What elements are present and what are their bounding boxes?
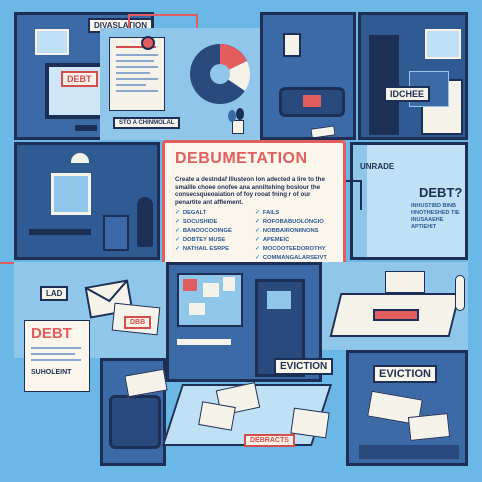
- skyline-window: [425, 29, 461, 59]
- window-frame: [51, 173, 91, 215]
- bill-document: [109, 37, 165, 111]
- lamp: [455, 275, 465, 311]
- red-binder: [373, 309, 419, 321]
- panel-eviction: EVICTION: [346, 350, 468, 466]
- floor-plant: [137, 197, 153, 247]
- center-card-subtitle: Create a destndaf lllusteon lon adected …: [175, 176, 325, 206]
- left-lad-label: LAD: [40, 286, 69, 301]
- papers-on-table: [310, 125, 336, 137]
- plant-icon: [226, 108, 246, 134]
- pin-icon: [141, 36, 155, 50]
- center-card-title: DEBUMETATION: [175, 150, 308, 167]
- list-item: ✓NOBBAIRONIINONS: [255, 228, 319, 234]
- panel-debt-notice: DEBT? INHUSTIBD BINB HNOTHESHED TIE INUS…: [350, 142, 468, 260]
- panel-desk: [322, 262, 468, 350]
- list-item: ✓NATHAIL ESRPE: [175, 246, 230, 252]
- panel-couch-room: [260, 12, 356, 140]
- left-debt-title: DEBT: [31, 325, 72, 342]
- list-item: ✓DEGALT: [175, 210, 207, 216]
- wall-frame: [283, 33, 301, 57]
- cushion: [303, 95, 321, 107]
- top-note-label: STO A CHINMOLAL: [113, 117, 181, 129]
- list-item: ✓FAILS: [255, 210, 280, 216]
- bottom-tag: DEBRACTS: [244, 434, 295, 447]
- center-left-column: ✓DEGALT ✓SOCUSHIDE ✓BANOOCOOINGE ✓DOBTEY…: [175, 209, 232, 254]
- list-item: ✓BANOOCOOINGE: [175, 228, 232, 234]
- mail-tag: DBB: [124, 316, 152, 329]
- paper-stack: [385, 271, 425, 293]
- chair: [103, 215, 129, 251]
- debt-tag-top-left: DEBT: [61, 71, 98, 87]
- list-item: ✓ROFOBABUOLONGIO: [255, 219, 324, 225]
- list-item: ✓DOBTEY MUSE: [175, 237, 226, 243]
- right-mid-label: UNRADE: [360, 162, 395, 171]
- tv-stand: [75, 125, 97, 131]
- panel-kitchen: [358, 12, 468, 140]
- right-debt-title: DEBT?: [419, 185, 463, 200]
- eviction-paper-2: [407, 412, 451, 442]
- list-item: ✓MOCOOTEEDOROTHY: [255, 246, 326, 252]
- notice-3: [290, 407, 330, 439]
- wall-window: [35, 29, 69, 55]
- list-item: ✓SOCUSHIDE: [175, 219, 218, 225]
- panel-hallway: [166, 262, 322, 382]
- left-debt-subtitle: SUHOLEINT: [31, 369, 72, 376]
- center-right-column: ✓FAILS ✓ROFOBABUOLONGIO ✓NOBBAIRONIINONS…: [255, 209, 327, 263]
- doorway: [369, 35, 399, 135]
- dining-table: [29, 229, 91, 235]
- right-debt-lines: INHUSTIBD BINB HNOTHESHED TIE INUSAAEHE …: [411, 203, 460, 230]
- list-item: ✓COMMANGALARSEIVT: [255, 255, 327, 261]
- couch: [279, 87, 345, 117]
- floor-rug: [359, 445, 459, 459]
- ceiling-lamp: [71, 153, 89, 163]
- left-debt-document: DEBT SUHOLEINT: [24, 320, 90, 392]
- center-info-card: DEBUMETATION Create a destndaf lllusteon…: [162, 140, 346, 268]
- side-table: [177, 339, 231, 345]
- armchair: [109, 395, 161, 449]
- eviction-label-center: EVICTION: [274, 358, 334, 375]
- list-item: ✓APEMEIC: [255, 237, 290, 243]
- panel-dining-room: [14, 142, 160, 260]
- connector-right: [346, 180, 362, 210]
- door-window: [267, 291, 291, 309]
- top-right-sign: IDCHEE: [384, 86, 431, 102]
- eviction-label-right: EVICTION: [373, 365, 437, 383]
- connector-top: [128, 14, 198, 28]
- pie-chart-icon: [190, 44, 251, 104]
